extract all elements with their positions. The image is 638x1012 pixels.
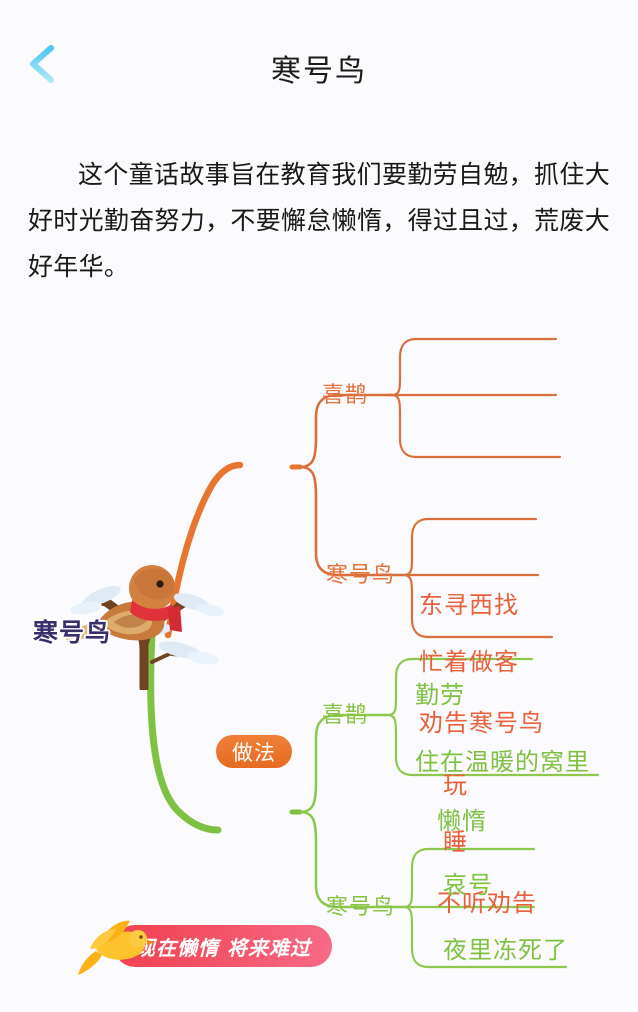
leaf-method-bird-3[interactable]: 不听劝告 bbox=[437, 889, 537, 917]
leaf-method-bird-1[interactable]: 玩 bbox=[443, 771, 468, 799]
chevron-left-icon bbox=[27, 44, 57, 84]
page-title: 寒号鸟 bbox=[271, 54, 367, 89]
app-header: 寒号鸟 bbox=[0, 0, 638, 115]
bottom-banner: 现在懒惰 将来难过 bbox=[72, 920, 332, 975]
banner-pill: 现在懒惰 将来难过 bbox=[114, 925, 332, 967]
leaf-method-magpie-3[interactable]: 劝告寒号鸟 bbox=[419, 709, 544, 737]
leaf-result-bird-3[interactable]: 夜里冻死了 bbox=[443, 936, 568, 964]
subnode-method-hanhaoniao[interactable]: 寒号鸟 bbox=[326, 563, 396, 588]
leaf-method-bird-2[interactable]: 睡 bbox=[443, 828, 468, 856]
back-button[interactable] bbox=[18, 40, 66, 88]
leaf-method-magpie-2[interactable]: 忙着做客 bbox=[419, 648, 519, 676]
mindmap: 寒号鸟 做法 结果 喜鹊 寒号鸟 东寻西找 忙着做客 劝告寒号鸟 玩 睡 不听劝… bbox=[0, 285, 638, 975]
node-method-label: 做法 bbox=[232, 740, 276, 765]
subnode-result-hanhaoniao[interactable]: 寒号鸟 bbox=[326, 895, 396, 920]
leaf-result-bird-2[interactable]: 哀号 bbox=[443, 871, 493, 899]
leaf-result-magpie-2[interactable]: 住在温暖的窝里 bbox=[415, 748, 590, 776]
intro-paragraph: 这个童话故事旨在教育我们要勤劳自勉，抓住大好时光勤奋努力，不要懈怠懒惰，得过且过… bbox=[28, 160, 610, 281]
subnode-result-magpie[interactable]: 喜鹊 bbox=[322, 703, 369, 728]
leaf-result-bird-1[interactable]: 懒惰 bbox=[437, 807, 487, 835]
flying-bird-icon bbox=[72, 909, 158, 979]
leaf-result-magpie-1[interactable]: 勤劳 bbox=[415, 681, 465, 709]
node-method[interactable]: 做法 bbox=[216, 735, 292, 768]
banner-text: 现在懒惰 将来难过 bbox=[135, 935, 311, 960]
leaf-method-magpie-1[interactable]: 东寻西找 bbox=[419, 591, 519, 619]
center-node-label: 寒号鸟 bbox=[33, 618, 112, 647]
subnode-method-magpie[interactable]: 喜鹊 bbox=[322, 383, 369, 408]
bird-illustration bbox=[40, 500, 240, 693]
